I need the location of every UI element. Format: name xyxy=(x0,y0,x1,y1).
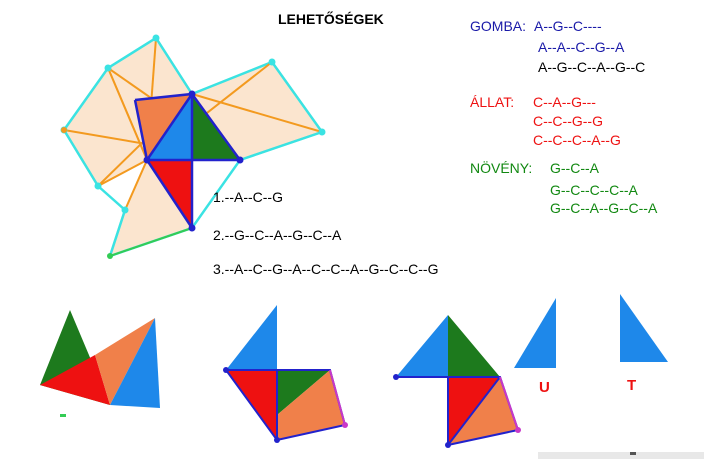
p2-orange xyxy=(277,370,345,440)
puzzle-figure-main xyxy=(60,34,326,259)
p3-magenta xyxy=(499,376,519,431)
piece-u-triangle xyxy=(514,298,556,368)
piece-assembly-3 xyxy=(393,315,521,448)
p2-magenta xyxy=(329,369,346,426)
noveny-line-1: G--C--A xyxy=(550,160,599,176)
core-blue-lower xyxy=(145,159,194,229)
green-line-bottom xyxy=(109,227,193,257)
allat-line-3: C--C--C--A--G xyxy=(533,132,621,148)
allat-line-1: C--A--G--- xyxy=(533,94,596,110)
vertex-dots-blue xyxy=(143,90,244,232)
noveny-line-3: G--C--A--G--C--A xyxy=(550,200,658,216)
p1-green-tick xyxy=(60,414,66,417)
noveny-line-2: G--C--C--C--A xyxy=(550,182,638,198)
gomba-line-1: A--G--C---- xyxy=(534,18,602,34)
core-orange-triangle xyxy=(135,94,192,160)
option-3: 3.--A--C--G--A--C--C--A--G--C--C--G xyxy=(213,261,439,277)
p3-orange xyxy=(448,377,518,445)
piece-label-u: U xyxy=(539,379,550,396)
p1-red xyxy=(40,355,110,405)
piece-label-t: T xyxy=(627,377,637,394)
allat-line-2: C--C--G--G xyxy=(533,113,603,129)
option-1: 1.--A--C--G xyxy=(213,189,283,205)
gomba-line-3: A--G--C--A--G--C xyxy=(538,59,646,75)
core-blue-diagonal xyxy=(145,93,194,161)
piece-assembly-1 xyxy=(40,310,160,417)
option-2: 2.--G--C--A--G--C--A xyxy=(213,227,342,243)
bottom-strip xyxy=(538,452,704,459)
p3-blue xyxy=(396,315,448,377)
piece-t-triangle xyxy=(620,294,668,362)
piece-assembly-2 xyxy=(223,305,348,443)
p3-green xyxy=(448,315,500,377)
noveny-label: NÖVÉNY: xyxy=(470,160,533,176)
bottom-strip-mark xyxy=(630,452,636,455)
page-title: LEHETŐSÉGEK xyxy=(278,11,384,27)
p1-orange xyxy=(95,318,155,405)
cyan-outline xyxy=(62,36,324,258)
p2-blue-top xyxy=(226,305,277,370)
vertex-dots-orange xyxy=(61,127,113,259)
p3-diag xyxy=(447,376,501,446)
allat-label: ÁLLAT: xyxy=(470,94,515,110)
p1-blue xyxy=(110,318,160,408)
orange-line-5 xyxy=(191,93,323,133)
gomba-label: GOMBA: xyxy=(470,18,527,34)
gomba-line-2: A--A--C--G--A xyxy=(538,39,625,55)
